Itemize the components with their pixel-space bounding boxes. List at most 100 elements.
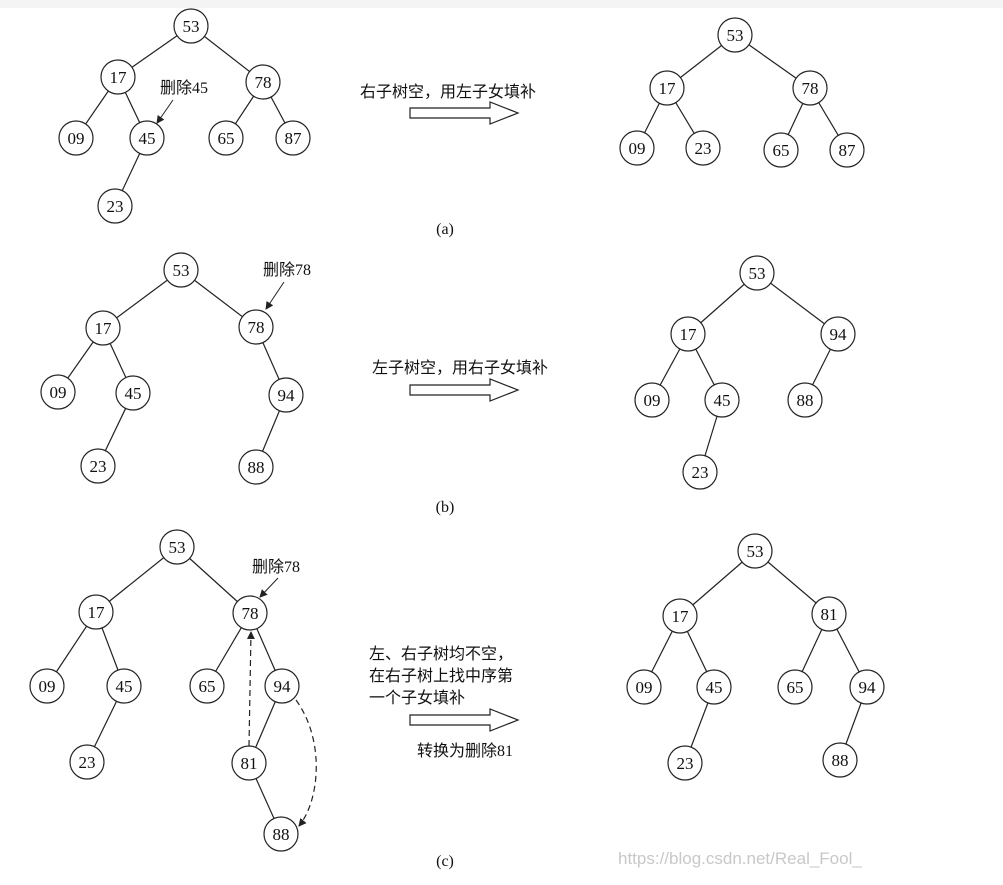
- svg-text:53: 53: [747, 542, 764, 561]
- delete-pointer-arrow: [265, 281, 285, 310]
- svg-text:78: 78: [242, 604, 259, 623]
- svg-text:09: 09: [636, 678, 653, 697]
- tree-node: 94: [820, 316, 856, 352]
- svg-text:09: 09: [39, 677, 56, 696]
- tree-node: 09: [58, 120, 94, 156]
- panel-b-before-tree: [57, 269, 287, 468]
- svg-text:45: 45: [706, 678, 723, 697]
- transform-arrow: [409, 708, 520, 732]
- tree-node: 09: [626, 669, 662, 705]
- svg-text:53: 53: [749, 264, 766, 283]
- tree-node: 23: [682, 454, 718, 490]
- transform-text: 左子树空，用右子女填补: [372, 358, 548, 377]
- tree-node: 23: [80, 448, 116, 484]
- tree-node: 23: [69, 744, 105, 780]
- panel-a-before-nodes: 53 17 78 09 45 65 87 23: [58, 8, 311, 224]
- tree-node: 65: [763, 132, 799, 168]
- svg-text:53: 53: [183, 17, 200, 36]
- panel-a-after-nodes: 53 17 78 09 23 65 87: [619, 17, 865, 168]
- svg-text:78: 78: [255, 73, 272, 92]
- tree-node: 94: [268, 377, 304, 413]
- tree-node: 53: [173, 8, 209, 44]
- tree-node: 78: [238, 309, 274, 345]
- tree-node: 94: [264, 668, 300, 704]
- svg-text:23: 23: [79, 753, 96, 772]
- tree-node: 09: [634, 382, 670, 418]
- transform-text: 右子树空，用左子女填补: [360, 82, 536, 101]
- svg-text:17: 17: [672, 607, 690, 626]
- panel-c-before-tree: [46, 546, 283, 835]
- svg-text:17: 17: [680, 325, 698, 344]
- tree-node: 94: [849, 669, 885, 705]
- svg-text:45: 45: [116, 677, 133, 696]
- svg-text:88: 88: [248, 458, 265, 477]
- svg-text:81: 81: [241, 754, 258, 773]
- tree-node: 78: [232, 595, 268, 631]
- svg-text:65: 65: [199, 677, 216, 696]
- svg-text:17: 17: [88, 603, 106, 622]
- tree-node: 53: [737, 533, 773, 569]
- tree-node: 65: [208, 120, 244, 156]
- svg-text:94: 94: [859, 678, 877, 697]
- tree-node: 45: [704, 382, 740, 418]
- tree-node: 17: [649, 70, 685, 106]
- transform-arrow: [409, 101, 520, 125]
- svg-text:78: 78: [248, 318, 265, 337]
- delete-pointer-arrow: [156, 99, 174, 124]
- tree-node: 88: [787, 382, 823, 418]
- svg-text:94: 94: [830, 325, 848, 344]
- tree-node: 17: [662, 598, 698, 634]
- tree-node: 23: [97, 188, 133, 224]
- svg-text:45: 45: [125, 384, 142, 403]
- successor-path-down: [295, 699, 317, 827]
- svg-text:88: 88: [832, 751, 849, 770]
- delete-note: 删除78: [252, 558, 300, 576]
- tree-node: 23: [667, 745, 703, 781]
- panel-b: 53 17 78 09 45 94 23 88 删除78 左子树空，用右子女填补…: [40, 252, 856, 516]
- caption-c: (c): [436, 853, 454, 870]
- tree-node: 09: [29, 668, 65, 704]
- tree-node: 87: [829, 132, 865, 168]
- panel-b-after-nodes: 53 17 94 09 45 88 23: [634, 255, 856, 490]
- tree-node: 45: [115, 375, 151, 411]
- tree-node: 88: [263, 816, 299, 852]
- tree-node: 78: [245, 64, 281, 100]
- caption-a: (a): [436, 221, 454, 238]
- delete-note: 删除78: [263, 261, 311, 279]
- delete-note: 删除45: [160, 79, 208, 97]
- tree-node: 53: [739, 255, 775, 291]
- tree-node: 87: [275, 120, 311, 156]
- svg-text:45: 45: [139, 129, 156, 148]
- svg-text:88: 88: [797, 391, 814, 410]
- tree-node: 45: [129, 120, 165, 156]
- svg-text:17: 17: [659, 79, 677, 98]
- panel-c-after-tree: [643, 550, 868, 764]
- svg-text:09: 09: [644, 391, 661, 410]
- tree-node: 88: [822, 742, 858, 778]
- svg-text:23: 23: [692, 463, 709, 482]
- svg-text:17: 17: [110, 68, 128, 87]
- svg-text:65: 65: [787, 678, 804, 697]
- panel-b-before-nodes: 53 17 78 09 45 94 23 88: [40, 252, 304, 485]
- panel-b-after-tree: [651, 272, 839, 473]
- tree-node: 17: [670, 316, 706, 352]
- transform-text-line-3: 一个子女填补: [369, 688, 465, 707]
- svg-text:23: 23: [90, 457, 107, 476]
- svg-text:78: 78: [802, 79, 819, 98]
- tree-node: 81: [811, 596, 847, 632]
- tree-node: 53: [717, 17, 753, 53]
- tree-node: 17: [100, 59, 136, 95]
- svg-text:23: 23: [107, 197, 124, 216]
- panel-c-after-nodes: 53 17 81 09 45 65 94 23 88: [626, 533, 885, 781]
- watermark: https://blog.csdn.net/Real_Fool_: [618, 849, 862, 868]
- svg-text:87: 87: [839, 141, 857, 160]
- tree-node: 65: [189, 668, 225, 704]
- svg-text:65: 65: [218, 129, 235, 148]
- delete-pointer-arrow: [259, 577, 279, 598]
- tree-node: 53: [163, 252, 199, 288]
- svg-text:23: 23: [695, 139, 712, 158]
- svg-text:17: 17: [95, 319, 113, 338]
- svg-text:53: 53: [173, 261, 190, 280]
- svg-text:94: 94: [278, 386, 296, 405]
